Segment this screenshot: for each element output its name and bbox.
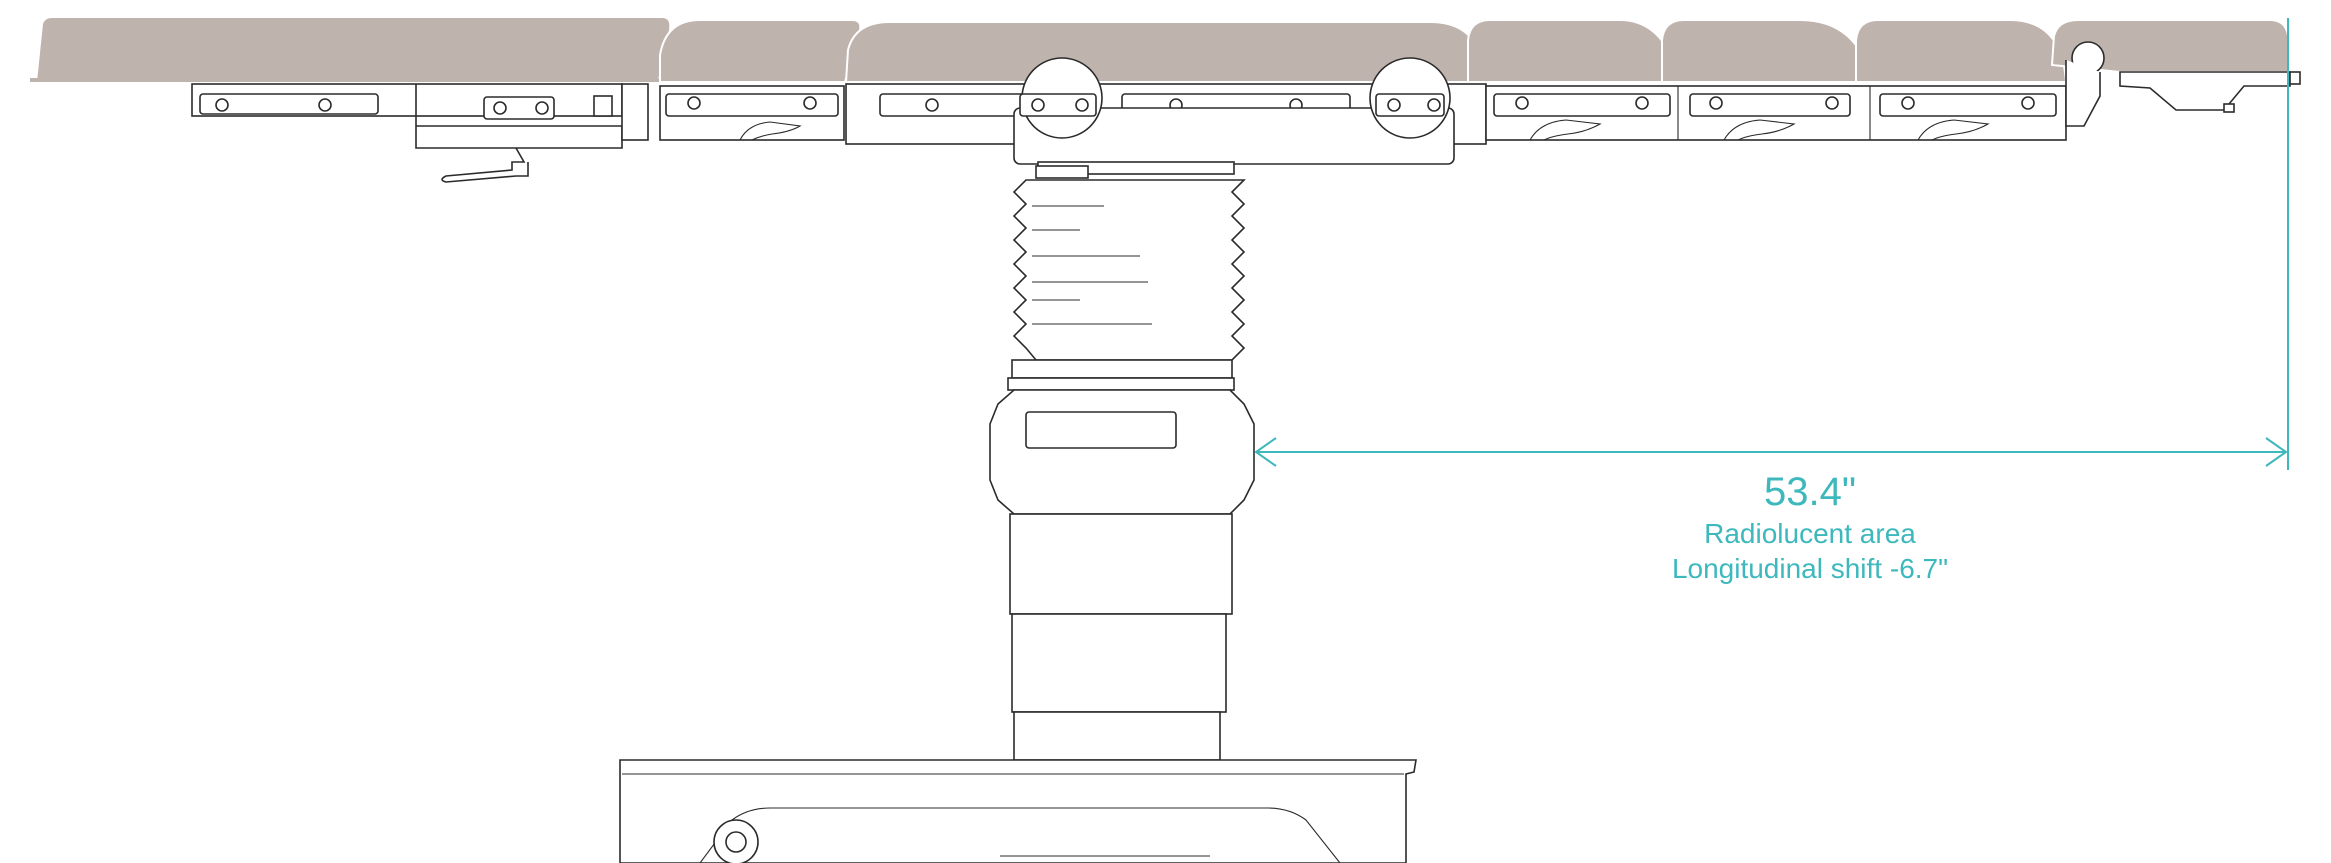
pivot-slot bbox=[1375, 93, 1445, 117]
back-rail-3 bbox=[1879, 93, 2057, 117]
rail-bolt bbox=[1031, 98, 1045, 112]
section-joint-cam bbox=[739, 121, 802, 141]
dimension-subcaption: Longitudinal shift -6.7" bbox=[1671, 553, 1949, 584]
hinge-plate bbox=[621, 83, 649, 141]
head-hinge-bracket bbox=[2065, 60, 2101, 127]
rail-bolt bbox=[1075, 98, 1089, 112]
caster-hub bbox=[725, 831, 747, 853]
back-rail-1 bbox=[1493, 93, 1671, 117]
rail-bolt bbox=[215, 98, 229, 112]
rail-bolt bbox=[1901, 96, 1915, 110]
rail-bolt bbox=[493, 101, 507, 115]
back-rail-2 bbox=[1689, 93, 1851, 117]
leg-lock-housing bbox=[415, 84, 623, 149]
section-joint-cam bbox=[1723, 119, 1796, 141]
section-joint-cam bbox=[1917, 119, 1990, 141]
base bbox=[619, 759, 1417, 863]
rail-bolt bbox=[1709, 96, 1723, 110]
column-label-plate bbox=[1025, 411, 1177, 449]
back-section-pad-3 bbox=[1855, 19, 2068, 83]
table-top-pads bbox=[30, 16, 2292, 83]
rail-bolt bbox=[2021, 96, 2035, 110]
column-top-latch bbox=[1035, 165, 1089, 179]
base-housing bbox=[619, 759, 1417, 863]
column-lower-telescope bbox=[1013, 711, 1221, 761]
dimension-caption: Radiolucent area bbox=[1704, 518, 1916, 549]
dimension-annotation bbox=[1254, 18, 2289, 470]
head-end-knob bbox=[2289, 71, 2301, 85]
rail-bolt bbox=[318, 98, 332, 112]
rail-bolt bbox=[535, 101, 549, 115]
back-section-pad-2 bbox=[1661, 19, 1874, 83]
hinge-block bbox=[593, 95, 613, 117]
leg-pad-base bbox=[30, 78, 660, 82]
rail-bolt bbox=[803, 96, 817, 110]
head-support-plate bbox=[2119, 71, 2291, 111]
column bbox=[989, 161, 1255, 761]
column-bellows bbox=[1012, 179, 1246, 361]
side-rails bbox=[191, 41, 2301, 183]
rail-bolt bbox=[1515, 96, 1529, 110]
back-section-pad-1 bbox=[1467, 19, 1682, 83]
rail-bolt bbox=[687, 96, 701, 110]
leg-release-lever bbox=[441, 147, 529, 183]
dimension-label: 53.4" Radiolucent area Longitudinal shif… bbox=[1560, 468, 2060, 586]
leg-section-pad bbox=[34, 16, 672, 83]
dimension-value: 53.4" bbox=[1763, 470, 1857, 514]
rail-bolt bbox=[1635, 96, 1649, 110]
column-mid-telescope bbox=[1011, 613, 1227, 713]
seat-left-pad bbox=[659, 19, 862, 83]
column-upper-telescope bbox=[1009, 513, 1233, 615]
seat-left-rail bbox=[665, 93, 839, 117]
section-joint-cam bbox=[1529, 119, 1602, 141]
leg-rail-slot bbox=[199, 93, 379, 115]
rail-bolt bbox=[1387, 98, 1401, 112]
base-cutout bbox=[699, 807, 1341, 863]
column-collar bbox=[1011, 359, 1233, 379]
rail-bolt bbox=[925, 98, 939, 112]
column-control-housing bbox=[989, 389, 1255, 515]
dimension-arrow-left bbox=[1254, 437, 1277, 467]
rail-bolt bbox=[1427, 98, 1441, 112]
caster-wheel bbox=[713, 819, 759, 863]
head-lock-pin bbox=[2223, 103, 2235, 113]
column-collar-ring bbox=[1007, 377, 1235, 391]
dimension-arrow-right bbox=[2265, 437, 2288, 467]
rail-bolt bbox=[1825, 96, 1839, 110]
